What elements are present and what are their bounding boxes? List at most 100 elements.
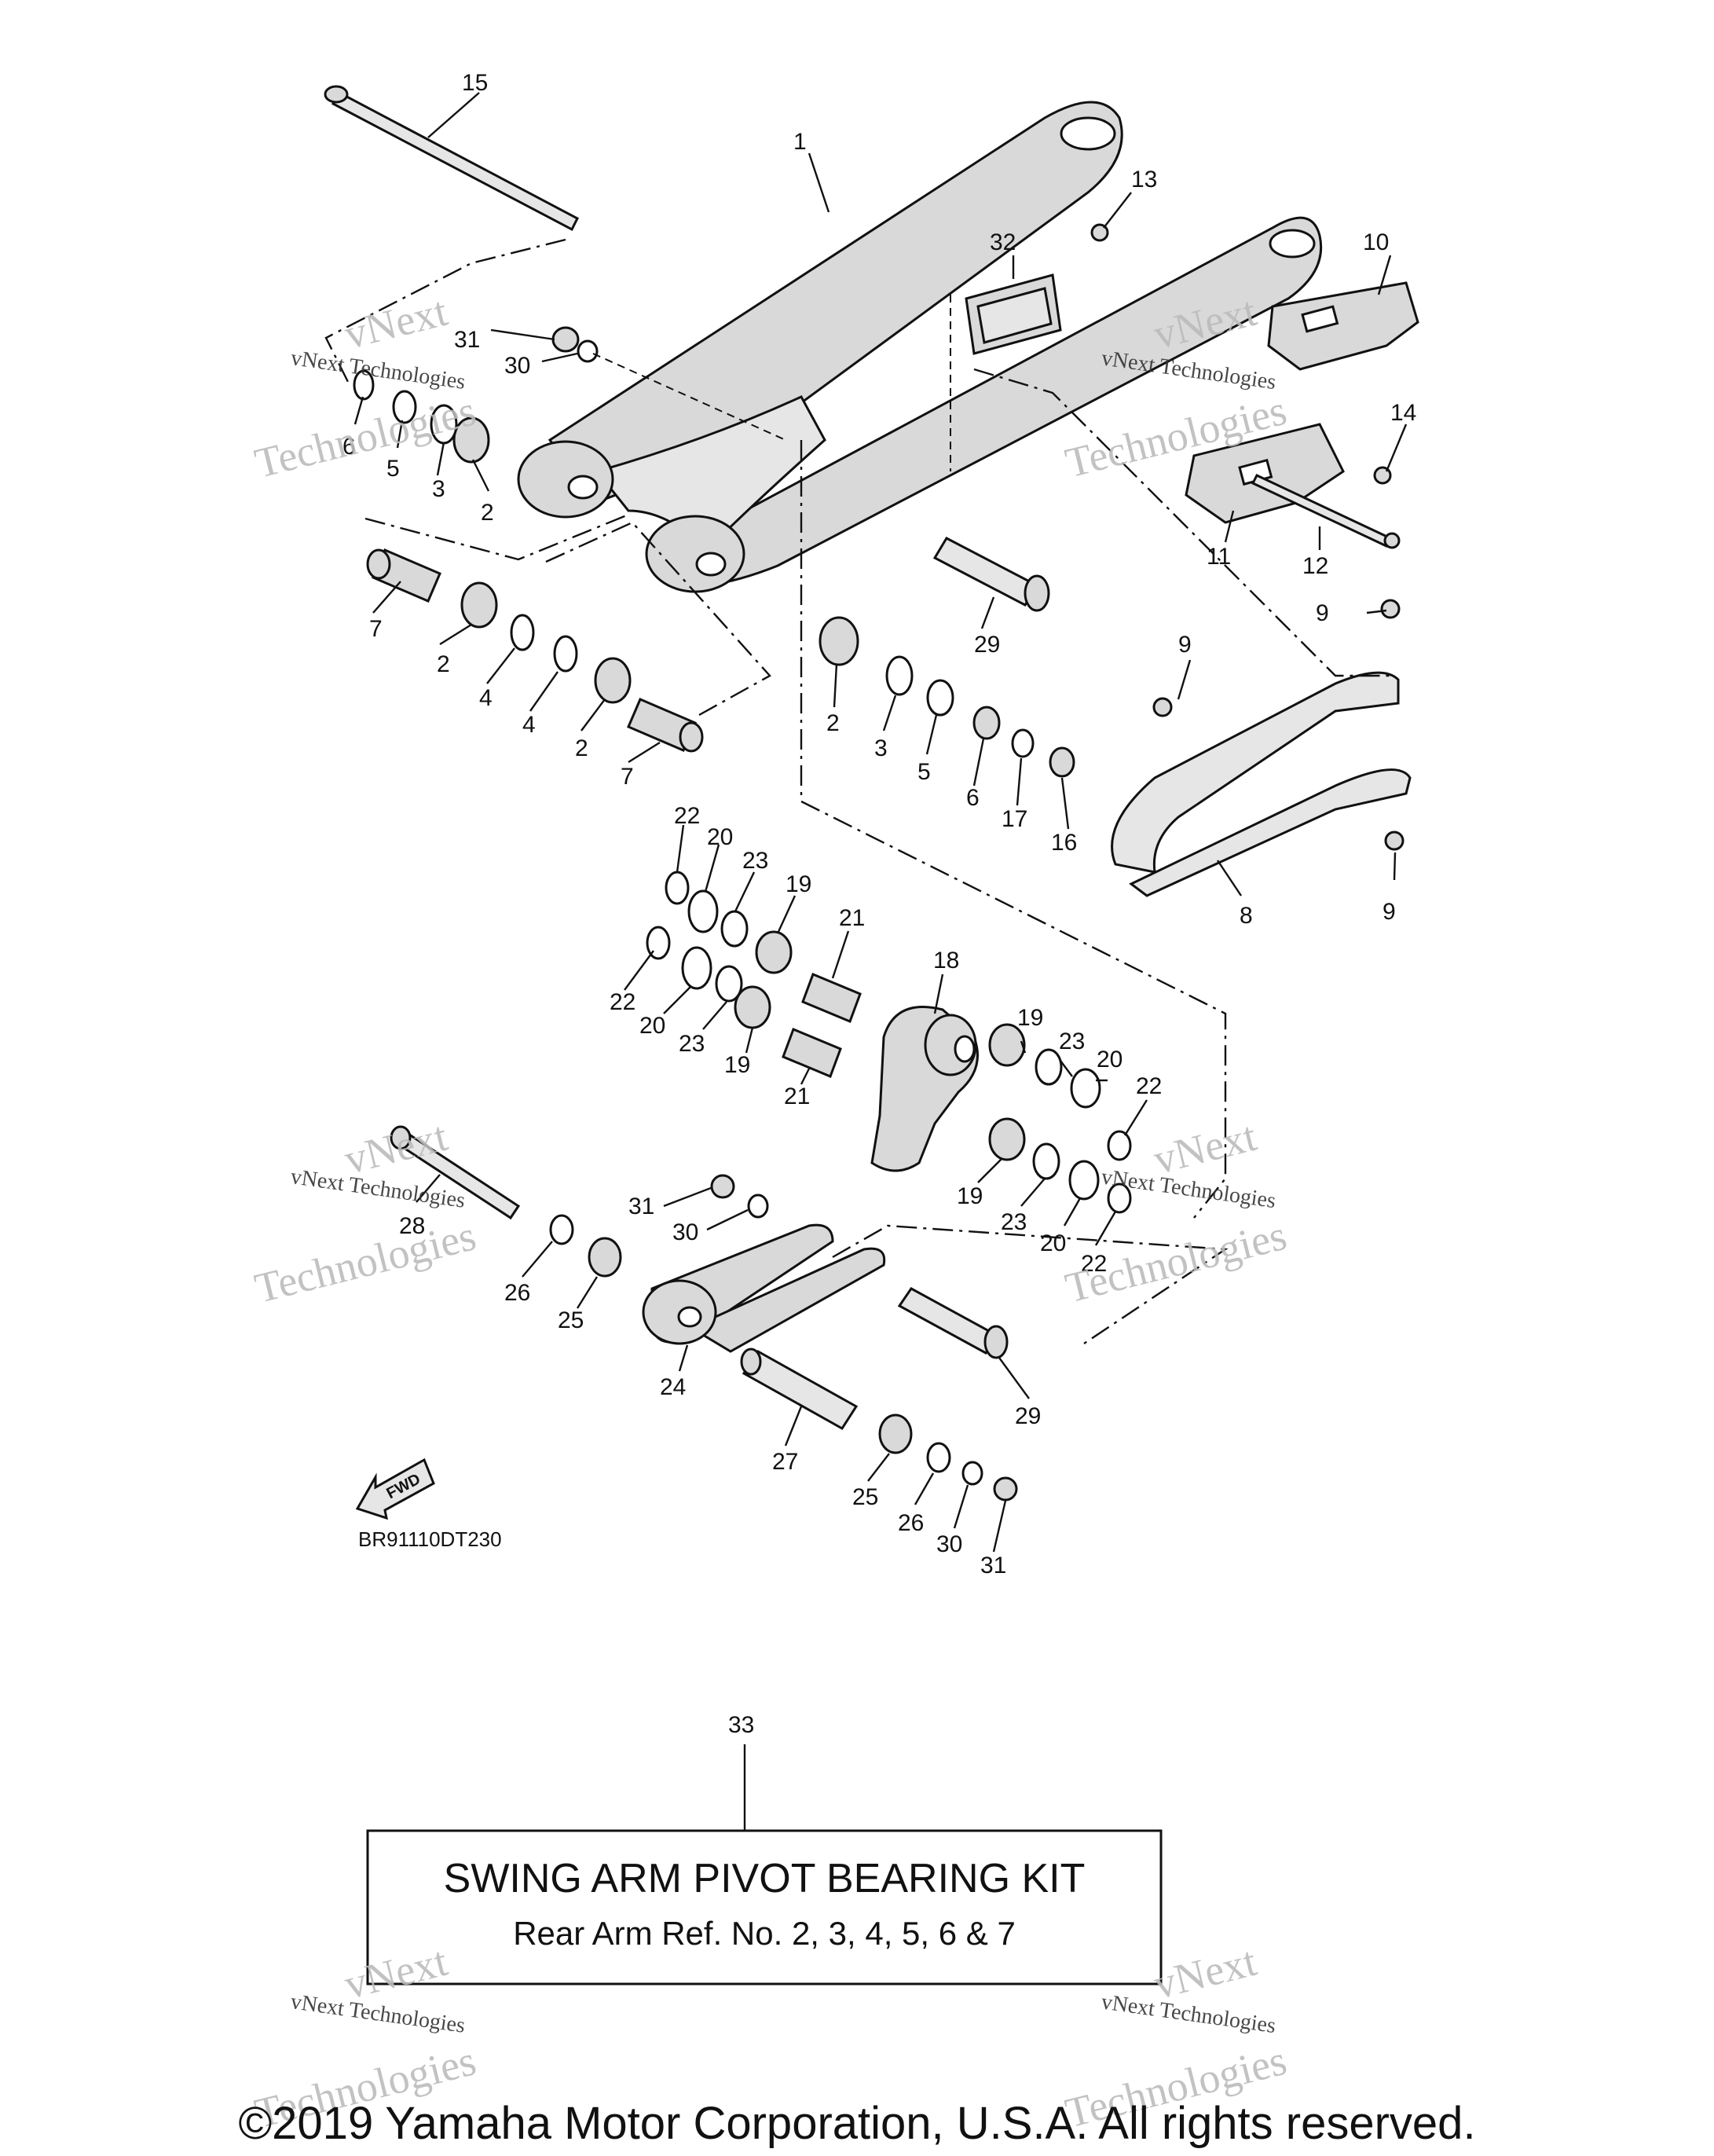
callout-23-c: 23 [1059,1028,1085,1054]
callout-18: 18 [933,948,959,974]
connecting-rod-part-24[interactable] [642,1223,886,1353]
callout-19-a: 19 [786,871,811,897]
washer-part-30-top[interactable] [577,339,599,363]
collar-part-7[interactable] [366,548,704,753]
callout-8: 8 [1240,903,1253,929]
svg-text:vNext: vNext [340,1113,452,1183]
collar-part-21[interactable] [782,973,862,1078]
bearing-part-2[interactable] [452,416,859,704]
chain-slider-part-8[interactable] [1111,671,1412,897]
label-part-32[interactable] [965,273,1062,355]
washer-part-17[interactable] [1011,728,1035,758]
callout-9-mid: 9 [1178,632,1192,658]
bolt-part-29-bottom[interactable] [897,1287,1009,1359]
callout-14: 14 [1390,400,1416,426]
callout-2-top: 2 [481,500,494,526]
callout-19-b: 19 [724,1052,750,1078]
bolt-part-12[interactable] [1251,474,1401,549]
relay-arm-part-18[interactable] [870,1006,979,1172]
callout-22-a: 22 [674,803,700,829]
callout-10: 10 [1363,229,1389,255]
leader-lines [353,92,1408,1831]
callout-30-mid: 30 [672,1219,698,1245]
bolt-part-9[interactable] [1152,599,1405,851]
callout-3-top: 3 [432,476,445,502]
callout-5-top: 5 [386,456,400,482]
bearing-part-19[interactable] [734,930,1026,1161]
callout-23-b: 23 [679,1031,705,1057]
svg-text:vNext: vNext [340,288,452,358]
callout-16: 16 [1051,830,1077,856]
bolt-part-28[interactable] [390,1125,521,1220]
callout-2-right: 2 [826,710,840,736]
callout-28: 28 [399,1213,425,1239]
kit-title: SWING ARM PIVOT BEARING KIT [444,1856,1086,1901]
oil-seal-part-20[interactable] [681,889,1101,1201]
svg-text:vNext: vNext [340,1938,452,2008]
nut-part-16[interactable] [1049,746,1075,778]
svg-text:vNext Technologies: vNext Technologies [1100,346,1277,394]
callout-17: 17 [1002,806,1027,832]
svg-text:vNext: vNext [1149,1113,1262,1183]
nut-part-31-top[interactable] [551,326,580,353]
callout-20-a: 20 [707,824,733,850]
callout-3-right: 3 [874,735,888,761]
callout-22-c: 22 [1136,1073,1162,1099]
callout-31-mid: 31 [628,1194,654,1219]
callout-27: 27 [772,1449,798,1475]
collar-part-27[interactable] [740,1348,859,1430]
callout-22-b: 22 [610,989,635,1015]
fwd-arrow-icon: FWD [355,1458,435,1520]
callout-20-c: 20 [1097,1047,1123,1072]
diagram-code: BR91110DT230 [358,1527,502,1551]
washer-part-6[interactable] [353,369,1001,740]
callout-11: 11 [1207,544,1231,570]
kit-subtitle: Rear Arm Ref. No. 2, 3, 4, 5, 6 & 7 [513,1915,1016,1952]
callout-7-left: 7 [369,616,383,642]
nut-part-13[interactable] [1090,223,1109,242]
callout-31-top: 31 [454,327,480,353]
bolt-part-29-top[interactable] [932,537,1050,612]
bearing-part-25[interactable] [588,1237,913,1454]
washer-part-30[interactable] [747,1194,983,1486]
nut-part-31[interactable] [710,1174,1018,1502]
pivot-shaft-part-15[interactable] [324,85,579,232]
callout-20-d: 20 [1040,1230,1066,1256]
callout-21-b: 21 [784,1084,810,1109]
assembly-lines [324,238,1390,1344]
callout-5-right: 5 [917,759,931,785]
svg-text:vNext: vNext [1149,1938,1262,2008]
callout-labels: 1 15 13 32 10 14 11 12 29 9 9 9 8 31 30 … [342,70,1416,1738]
callout-6-right: 6 [966,785,980,811]
callout-19-d: 19 [957,1183,983,1209]
callout-4-right: 4 [522,712,536,738]
callout-15: 15 [462,70,488,96]
callout-12: 12 [1302,553,1328,579]
callout-9-bottom: 9 [1383,899,1396,925]
callout-29-top: 29 [974,632,1000,658]
callout-6-top: 6 [342,434,356,460]
copyright: ©2019 Yamaha Motor Corporation, U.S.A. A… [238,2098,1475,2149]
callout-29-bottom: 29 [1015,1403,1041,1429]
callout-25-left: 25 [558,1307,584,1333]
washer-part-4[interactable] [510,614,578,673]
svg-text:vNext Technologies: vNext Technologies [289,346,467,394]
bearing-kit-box: SWING ARM PIVOT BEARING KIT Rear Arm Ref… [366,1829,1163,1986]
callout-7-right: 7 [621,764,634,790]
callout-30-top: 30 [504,353,530,379]
oil-seal-part-3[interactable] [430,404,914,696]
callout-13: 13 [1131,167,1157,192]
callout-2-mid: 2 [575,735,588,761]
svg-text:Technologies: Technologies [250,387,480,487]
callout-26-right: 26 [898,1510,924,1536]
callout-9-top: 9 [1316,600,1329,626]
callout-31-bottom: 31 [980,1553,1006,1578]
swing-arm-part-1[interactable] [517,101,1323,593]
svg-text:Technologies: Technologies [250,1212,480,1312]
washer-part-26[interactable] [549,1214,951,1473]
chain-puller-part-10[interactable] [1267,281,1419,371]
callout-33: 33 [728,1712,754,1738]
seal-part-23[interactable] [715,910,1063,1180]
seal-part-5[interactable] [392,390,954,717]
